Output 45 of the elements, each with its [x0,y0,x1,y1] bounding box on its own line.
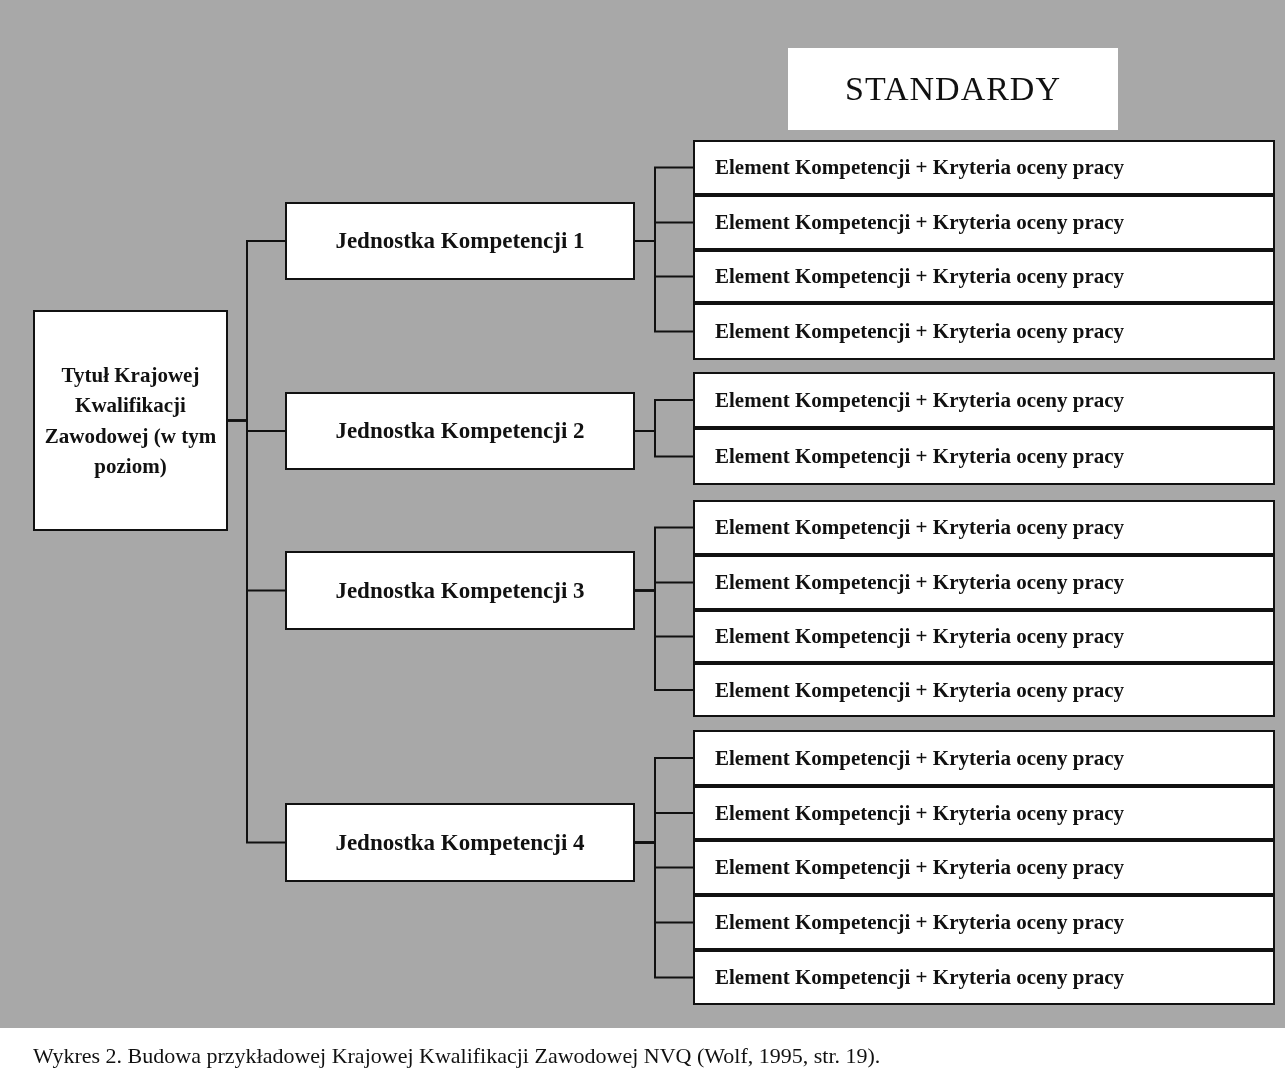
element-box [693,610,1275,663]
box-label: Element Kompetencji + Kryteria oceny pracy [715,263,1125,291]
title-box [33,310,228,531]
element-box [693,372,1275,428]
element-box [693,730,1275,786]
box-label: Element Kompetencji + Kryteria oceny pracy [715,799,1125,827]
box-label: Element Kompetencji + Kryteria oceny pracy [715,964,1125,992]
unit-box [285,551,635,630]
box-label: Element Kompetencji + Kryteria oceny pracy [715,569,1125,597]
box-label: Jednostka Kompetencji 2 [335,417,585,446]
box-label: Tytuł Krajowej Kwalifikacji Zawodowej (w tym poziom) [43,361,218,480]
unit-box [285,392,635,470]
unit-box [285,803,635,882]
element-box [693,195,1275,250]
element-box [693,303,1275,360]
box-label: Jednostka Kompetencji 1 [335,227,585,256]
element-box [693,500,1275,555]
box-label: Element Kompetencji + Kryteria oceny pracy [715,209,1125,237]
box-label: Element Kompetencji + Kryteria oceny pracy [715,854,1125,882]
element-box [693,555,1275,610]
element-box [693,663,1275,717]
element-box [693,250,1275,303]
element-box [693,786,1275,840]
box-label: Element Kompetencji + Kryteria oceny pracy [715,514,1125,542]
box-label: Jednostka Kompetencji 4 [335,828,585,857]
box-label: Element Kompetencji + Kryteria oceny pracy [715,744,1125,772]
box-label: Element Kompetencji + Kryteria oceny pracy [715,386,1125,414]
element-box [693,950,1275,1005]
box-label: Element Kompetencji + Kryteria oceny pracy [715,443,1125,471]
box-label: Element Kompetencji + Kryteria oceny pracy [715,909,1125,937]
box-label: Element Kompetencji + Kryteria oceny pracy [715,154,1125,182]
element-box [693,840,1275,895]
caption: Wykres 2. Budowa przykładowej Krajowej Kwalifikacji Zawodowej NVQ (Wolf, 1995, str. 19). [33,1043,881,1069]
element-box [693,895,1275,950]
element-box [693,140,1275,195]
box-label: STANDARDY [845,69,1061,110]
element-box [693,428,1275,485]
box-label: Element Kompetencji + Kryteria oceny pracy [715,318,1125,346]
box-label: Element Kompetencji + Kryteria oceny pracy [715,623,1125,651]
box-label: Jednostka Kompetencji 3 [335,576,585,605]
box-label: Element Kompetencji + Kryteria oceny pracy [715,676,1125,704]
header-box [788,48,1118,130]
connector-line [227,419,286,844]
connector-line [634,589,694,691]
unit-box [285,202,635,280]
